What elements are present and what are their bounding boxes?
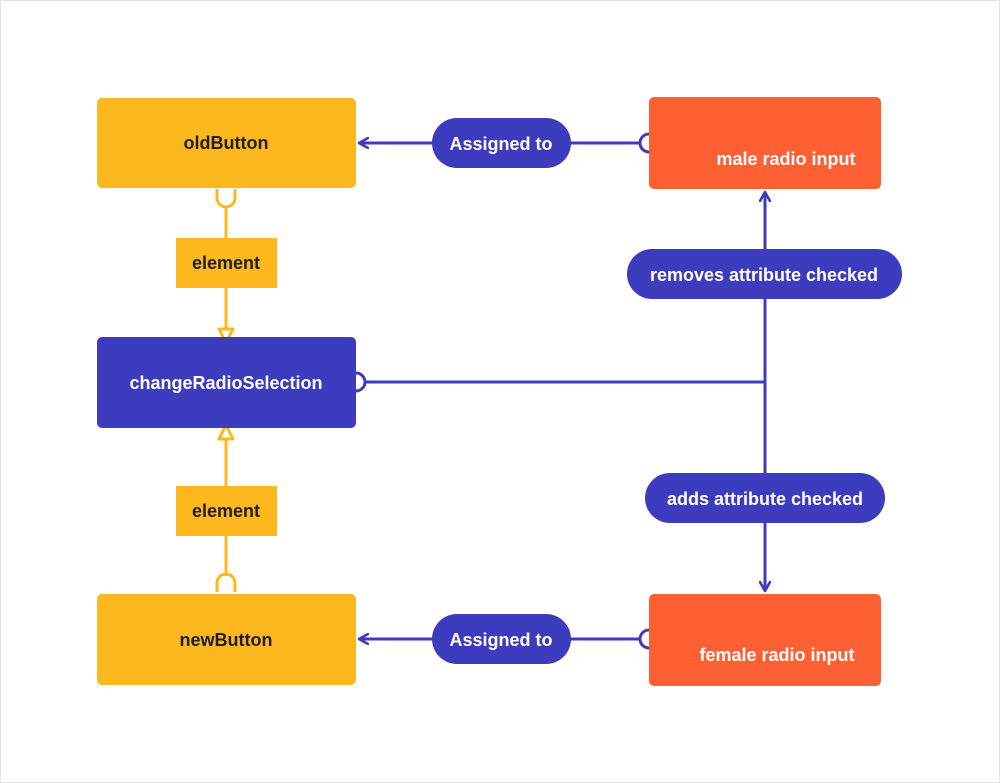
edge-label-text: Assigned to	[449, 134, 552, 154]
edge-label-adds: adds attribute checked	[645, 473, 885, 523]
half-circle-connector-icon	[215, 189, 237, 209]
edge-label-element-bottom: element	[176, 486, 277, 536]
node-label: female radio input	[699, 645, 854, 665]
node-old-button[interactable]: oldButton	[97, 98, 356, 188]
node-change-radio-selection[interactable]: changeRadioSelection	[97, 337, 356, 428]
edge-label-text: element	[192, 253, 260, 273]
node-label: newButton	[180, 630, 273, 650]
node-label: male radio input	[716, 149, 855, 169]
edge-label-text: adds attribute checked	[667, 489, 863, 509]
node-new-button[interactable]: newButton	[97, 594, 356, 685]
node-label: oldButton	[184, 133, 269, 153]
node-female-radio-input[interactable]: female radio input	[649, 594, 881, 686]
node-label: changeRadioSelection	[129, 373, 322, 393]
edge-label-assigned-bottom: Assigned to	[432, 614, 571, 664]
hollow-arrow-down-icon	[217, 327, 235, 345]
node-male-radio-input[interactable]: male radio input	[649, 97, 881, 189]
edge-label-text: removes attribute checked	[650, 265, 878, 285]
edge-label-assigned-top: Assigned to	[432, 118, 571, 168]
hollow-arrow-up-icon	[217, 423, 235, 441]
edge-label-text: Assigned to	[449, 630, 552, 650]
edge-label-removes: removes attribute checked	[627, 249, 902, 299]
edge-label-element-top: element	[176, 238, 277, 288]
edge-label-text: element	[192, 501, 260, 521]
half-circle-connector-icon	[215, 572, 237, 592]
